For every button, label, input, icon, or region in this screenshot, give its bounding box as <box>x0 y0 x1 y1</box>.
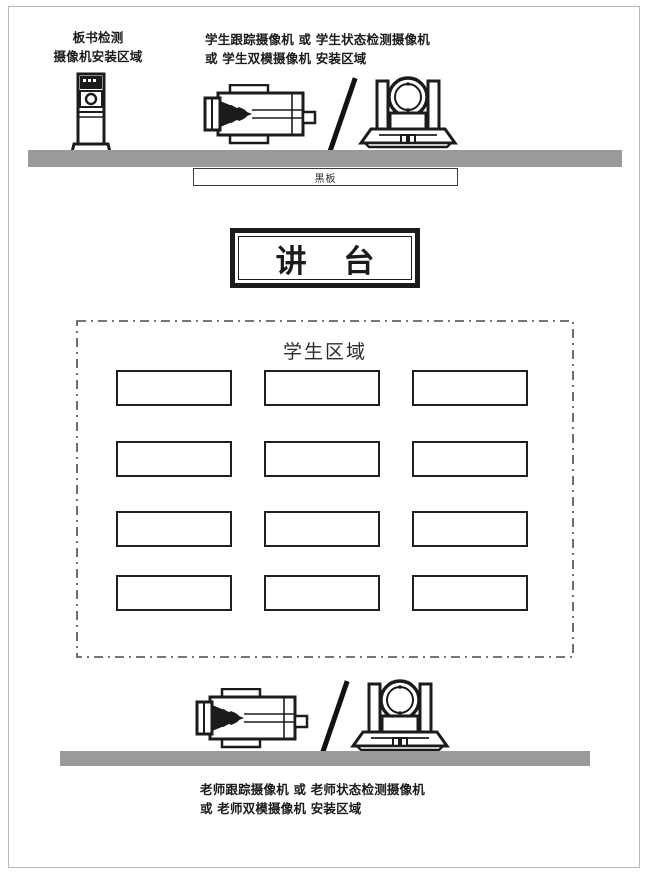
board-camera-label-line2: 摄像机安装区域 <box>53 49 143 65</box>
ptz-camera-icon-bottom <box>349 676 451 754</box>
podium-label: 讲 台 <box>275 243 388 280</box>
student-zone-title: 学生区域 <box>282 341 367 363</box>
page-border <box>8 6 640 868</box>
student-camera-label: 学生跟踪摄像机 或 学生状态检测摄像机 或 学生双模摄像机 安装区域 <box>205 30 455 69</box>
box-camera-icon-bottom <box>192 687 312 750</box>
desk-r3-c3 <box>412 511 528 547</box>
blackboard-label: 黑板 <box>314 173 337 185</box>
blackboard: 黑板 <box>193 168 458 186</box>
desk-r1-c1 <box>116 370 232 406</box>
front-wall-band <box>28 150 622 167</box>
teacher-camera-label-line1: 老师跟踪摄像机 或 老师状态检测摄像机 <box>200 782 426 797</box>
desk-r1-c3 <box>412 370 528 406</box>
podium: 讲 台 <box>230 228 420 288</box>
box-camera-icon-top <box>200 83 320 146</box>
board-detection-camera-icon <box>62 72 120 160</box>
desk-r1-c2 <box>264 370 380 406</box>
desk-r4-c3 <box>412 575 528 611</box>
desk-r4-c1 <box>116 575 232 611</box>
student-camera-label-line1: 学生跟踪摄像机 或 学生状态检测摄像机 <box>205 32 431 47</box>
ptz-camera-icon-top <box>357 73 459 151</box>
desk-r4-c2 <box>264 575 380 611</box>
desk-r2-c3 <box>412 441 528 477</box>
back-wall-band <box>60 751 590 766</box>
teacher-camera-label-line2: 或 老师双模摄像机 安装区域 <box>200 801 362 817</box>
desk-r3-c1 <box>116 511 232 547</box>
board-camera-label: 板书检测 摄像机安装区域 <box>18 28 178 67</box>
teacher-camera-label: 老师跟踪摄像机 或 老师状态检测摄像机 或 老师双模摄像机 安装区域 <box>200 780 450 819</box>
student-camera-label-line2: 或 学生双模摄像机 安装区域 <box>205 51 367 67</box>
desk-r2-c2 <box>264 441 380 477</box>
student-zone: 学生区域 <box>76 320 574 658</box>
desk-r2-c1 <box>116 441 232 477</box>
desk-r3-c2 <box>264 511 380 547</box>
board-camera-label-line1: 板书检测 <box>72 30 124 45</box>
